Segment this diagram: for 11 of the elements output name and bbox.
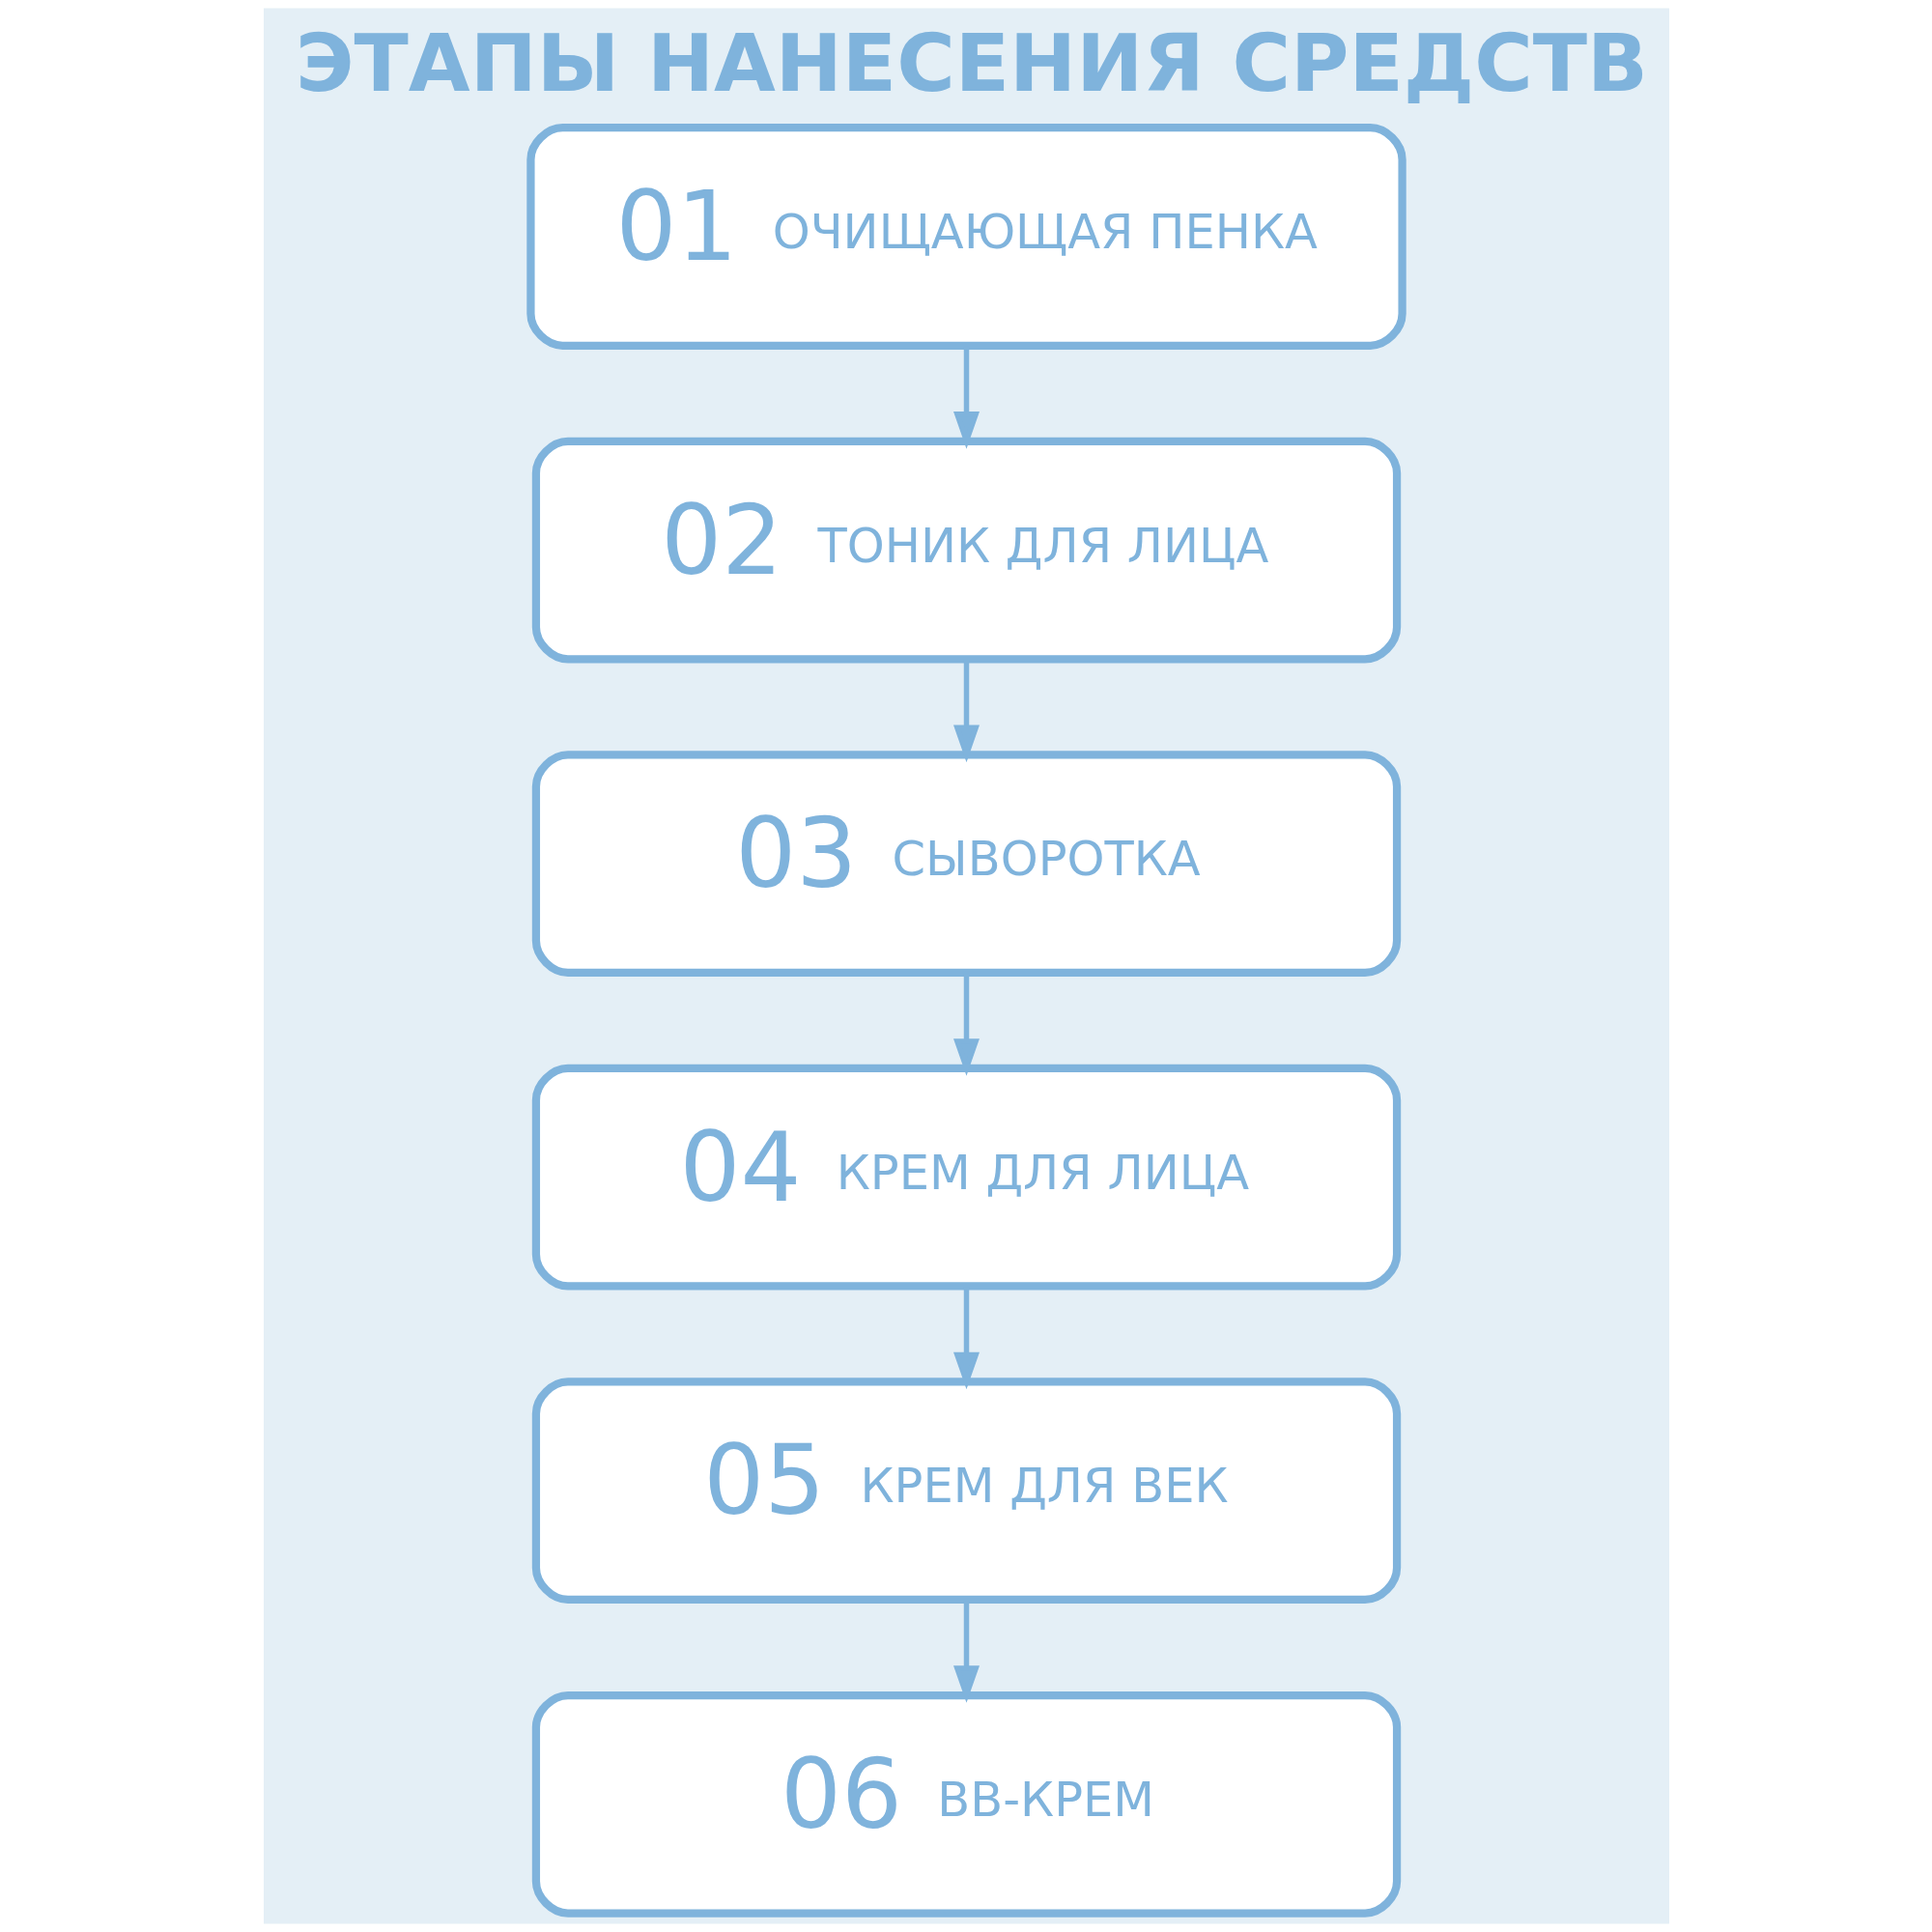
arrow — [952, 973, 980, 1076]
diagram-title: ЭТАПЫ НАНЕСЕНИЯ СРЕДСТВ — [295, 15, 1648, 109]
node-box: 01 ОЧИЩАЮЩАЯ ПЕНКА — [526, 124, 1406, 350]
arrow — [952, 1287, 980, 1390]
arrow — [952, 660, 980, 763]
node-box: 04 КРЕМ ДЛЯ ЛИЦА — [531, 1064, 1401, 1291]
node-box: 06 BB-КРЕМ — [531, 1690, 1401, 1918]
node-box: 03 СЫВОРОТКА — [531, 751, 1401, 977]
node-box: 02 ТОНИК ДЛЯ ЛИЦА — [531, 437, 1401, 664]
arrow — [952, 346, 980, 449]
node-box: 05 КРЕМ ДЛЯ ВЕК — [531, 1378, 1401, 1605]
